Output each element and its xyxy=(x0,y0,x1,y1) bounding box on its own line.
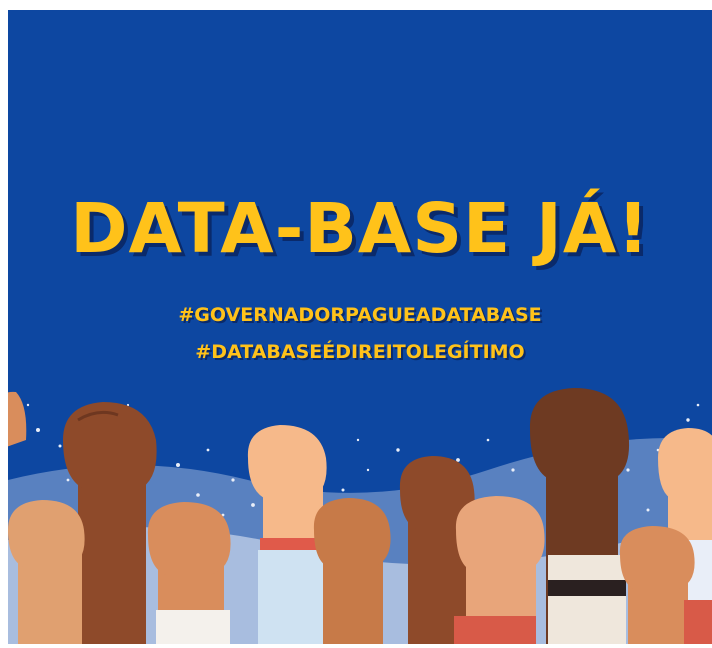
raised-fists-illustration xyxy=(8,388,712,644)
raised-fist-icon xyxy=(8,500,85,644)
hashtag-direito: #DATABASEÉDIREITOLEGÍTIMO xyxy=(195,341,525,363)
raised-fist-icon xyxy=(529,388,630,644)
raised-fist-icon xyxy=(63,402,157,644)
raised-fist-icon xyxy=(8,391,27,447)
raised-fist-icon xyxy=(147,502,231,644)
raised-fist-icon xyxy=(454,496,545,644)
hashtag-governador: #GOVERNADORPAGUEADATABASE xyxy=(178,304,542,326)
protest-poster: DATA-BASE JÁ! #GOVERNADORPAGUEADATABASE … xyxy=(8,10,712,644)
raised-fist-icon xyxy=(619,526,712,644)
headline: DATA-BASE JÁ! xyxy=(70,189,650,269)
raised-fist-icon xyxy=(247,425,328,644)
raised-fist-icon xyxy=(313,498,391,644)
